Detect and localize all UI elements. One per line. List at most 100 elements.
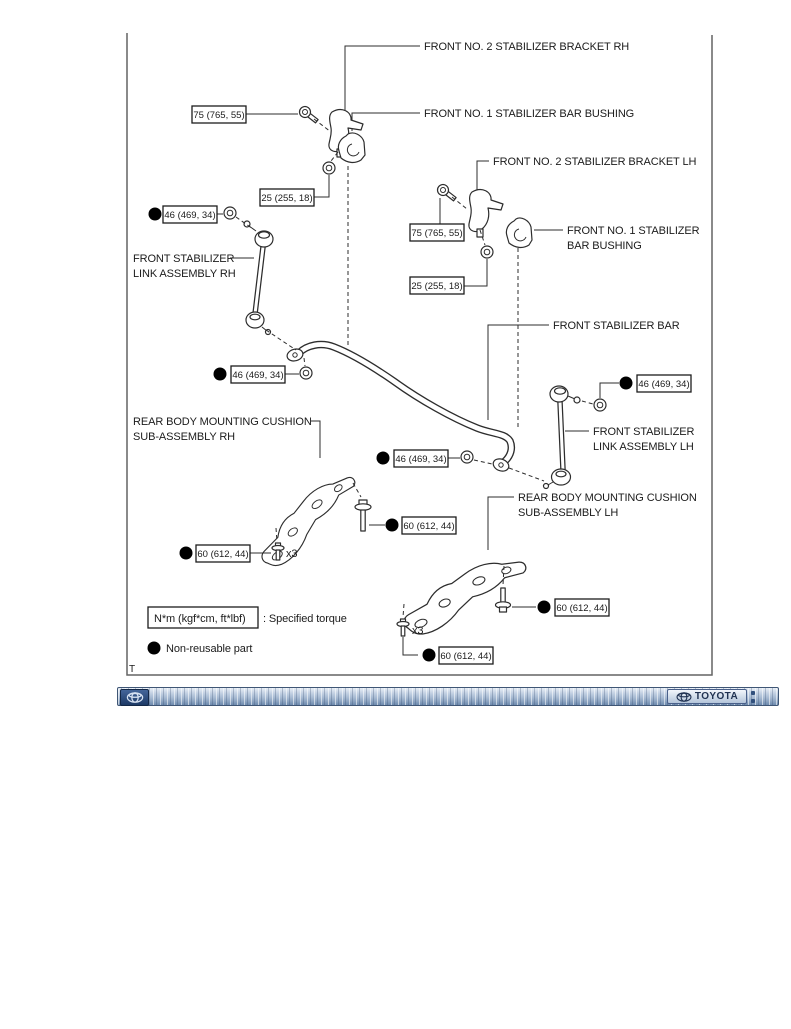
svg-text:Non-reusable part: Non-reusable part xyxy=(166,643,252,655)
bracket-rh-nut xyxy=(322,161,336,175)
svg-text:LINK ASSEMBLY LH: LINK ASSEMBLY LH xyxy=(593,441,694,453)
torque-value: 46 (469, 34) xyxy=(232,370,283,381)
svg-text:SUB-ASSEMBLY LH: SUB-ASSEMBLY LH xyxy=(518,507,618,519)
dashed-cushion-lh-bolt xyxy=(502,565,505,586)
svg-text:REAR BODY MOUNTING CUSHION: REAR BODY MOUNTING CUSHION xyxy=(133,416,312,428)
svg-text:REAR BODY MOUNTING CUSHION: REAR BODY MOUNTING CUSHION xyxy=(518,492,697,504)
dashed-bar-eye-nut xyxy=(303,357,306,367)
leader-bracket-lh xyxy=(476,160,489,190)
label-bracket-lh: FRONT NO. 2 STABILIZER BRACKET LH xyxy=(493,156,696,168)
leader-bracket-rh xyxy=(344,45,420,112)
label-bushing-lh: FRONT NO. 1 STABILIZER BAR BUSHING xyxy=(567,225,700,252)
dashed-bolt-bracket-rh xyxy=(313,118,332,133)
scroll-down-icon[interactable] xyxy=(751,699,755,703)
torque-value: 46 (469, 34) xyxy=(395,454,446,465)
cushion-rh-bolt xyxy=(354,499,372,532)
torque-value: 75 (765, 55) xyxy=(193,110,244,121)
multiplier-x3: x3 xyxy=(286,548,297,560)
svg-text:FRONT NO. 1 STABILIZER: FRONT NO. 1 STABILIZER xyxy=(567,225,700,237)
cushion-rh-x3-bolt xyxy=(271,542,285,561)
svg-text:FRONT STABILIZER: FRONT STABILIZER xyxy=(593,426,694,438)
toyota-toolbar: TOYOTA xyxy=(117,687,779,706)
svg-text:FRONT STABILIZER: FRONT STABILIZER xyxy=(133,253,234,265)
diagram-frame xyxy=(126,33,713,676)
dashed-link-rh-bar-eye xyxy=(265,329,297,351)
cushion-lh-drawing xyxy=(403,561,527,635)
torque-value: 46 (469, 34) xyxy=(164,210,215,221)
legend-unit-desc: : Specified torque xyxy=(263,613,347,625)
bracket-lh-drawing xyxy=(468,188,504,238)
toyota-brand-text: TOYOTA xyxy=(694,691,739,702)
torque-callout-60-cushion-lh-x3: 60 (612, 44) x3 xyxy=(402,625,494,665)
dashed-cushion-rh-x3 xyxy=(275,527,278,543)
dashed-bracket-rh-nut xyxy=(330,151,339,162)
torque-callout-75-rh: 75 (765, 55) xyxy=(191,105,298,124)
torque-callout-46-link-rh-top: 46 (469, 34) xyxy=(148,205,223,224)
leader-cushion-rh xyxy=(311,420,321,458)
link-rh-lower-nut xyxy=(299,366,313,380)
torque-value: 46 (469, 34) xyxy=(638,379,689,390)
label-bracket-rh: FRONT NO. 2 STABILIZER BRACKET RH xyxy=(424,41,629,53)
label-cushion-lh: REAR BODY MOUNTING CUSHION SUB-ASSEMBLY … xyxy=(518,492,697,519)
dashed-bolt-bracket-lh xyxy=(451,196,468,210)
toolbar-scroll-arrows[interactable] xyxy=(751,691,757,703)
svg-text:LINK ASSEMBLY RH: LINK ASSEMBLY RH xyxy=(133,268,236,280)
torque-value: 60 (612, 44) xyxy=(556,603,607,614)
torque-callout-60-cushion-rh-x3: 60 (612, 44) x3 xyxy=(179,544,298,563)
link-lh-lower-nut xyxy=(460,450,474,464)
svg-text:SUB-ASSEMBLY RH: SUB-ASSEMBLY RH xyxy=(133,431,235,443)
label-stabilizer-bar: FRONT STABILIZER BAR xyxy=(553,320,680,332)
link-rh-upper-nut xyxy=(223,206,237,220)
toyota-emblem-button[interactable] xyxy=(120,689,149,706)
toyota-logo-icon xyxy=(676,691,692,702)
bracket-lh-nut xyxy=(480,245,494,259)
leader-cushion-lh xyxy=(487,496,514,550)
toyota-brand-button[interactable]: TOYOTA xyxy=(667,689,747,704)
label-link-lh: FRONT STABILIZER LINK ASSEMBLY LH xyxy=(593,426,695,453)
link-lh-drawing xyxy=(542,385,581,490)
torque-callout-46-link-lh-top: 46 (469, 34) xyxy=(599,374,692,398)
cushion-rh-drawing xyxy=(261,476,356,567)
dashed-link-lh-top-nut xyxy=(581,400,594,405)
torque-callout-75-lh: 75 (765, 55) xyxy=(409,198,465,242)
dashed-cushion-rh-bolt xyxy=(352,482,362,498)
link-rh-drawing xyxy=(243,220,274,336)
multiplier-x3: x3 xyxy=(412,625,423,637)
bushing-rh-drawing xyxy=(337,132,366,164)
dashed-nut-link-rh-top xyxy=(235,216,254,230)
torque-callout-46-link-lh-bottom: 46 (469, 34) xyxy=(376,449,460,468)
frame-corner-mark: T xyxy=(129,664,135,675)
torque-callout-46-link-rh-bottom: 46 (469, 34) xyxy=(213,365,299,384)
stabilizer-bar-drawing xyxy=(286,340,516,472)
scroll-up-icon[interactable] xyxy=(751,691,755,695)
legend-specified-torque: N*m (kgf*cm, ft*lbf) : Specified torque xyxy=(147,606,347,629)
torque-callout-25-lh: 25 (255, 18) xyxy=(409,259,488,295)
dashed-nut-bar-right-eye xyxy=(473,459,493,465)
torque-callout-25-rh: 25 (255, 18) xyxy=(259,175,330,207)
leader-stabilizer-bar xyxy=(487,324,549,420)
cushion-lh-x3-bolt xyxy=(396,618,410,637)
torque-value: 25 (255, 18) xyxy=(261,193,312,204)
label-bushing-rh: FRONT NO. 1 STABILIZER BAR BUSHING xyxy=(424,108,634,120)
cushion-lh-bolt xyxy=(494,587,512,613)
dashed-bracket-lh-nut xyxy=(479,229,486,246)
link-lh-upper-nut xyxy=(593,398,607,412)
dashed-cushion-lh-x3 xyxy=(402,603,405,618)
svg-text:BAR BUSHING: BAR BUSHING xyxy=(567,240,642,252)
torque-callout-60-cushion-rh-bolt: 60 (612, 44) xyxy=(369,516,457,535)
leader-bushing-rh xyxy=(351,112,420,131)
label-link-rh: FRONT STABILIZER LINK ASSEMBLY RH xyxy=(133,253,236,280)
torque-value: 60 (612, 44) xyxy=(440,651,491,662)
bushing-lh-drawing xyxy=(505,217,533,249)
legend-non-reusable: Non-reusable part xyxy=(147,641,252,655)
toyota-logo-icon xyxy=(126,692,143,703)
torque-value: 75 (765, 55) xyxy=(411,228,462,239)
bracket-lh-bolt xyxy=(436,183,457,202)
legend-unit-box: N*m (kgf*cm, ft*lbf) xyxy=(154,613,246,625)
torque-callout-60-cushion-lh-bolt: 60 (612, 44) xyxy=(512,598,610,617)
label-cushion-rh: REAR BODY MOUNTING CUSHION SUB-ASSEMBLY … xyxy=(133,416,312,443)
bracket-rh-bolt xyxy=(298,105,319,124)
torque-value: 60 (612, 44) xyxy=(403,521,454,532)
